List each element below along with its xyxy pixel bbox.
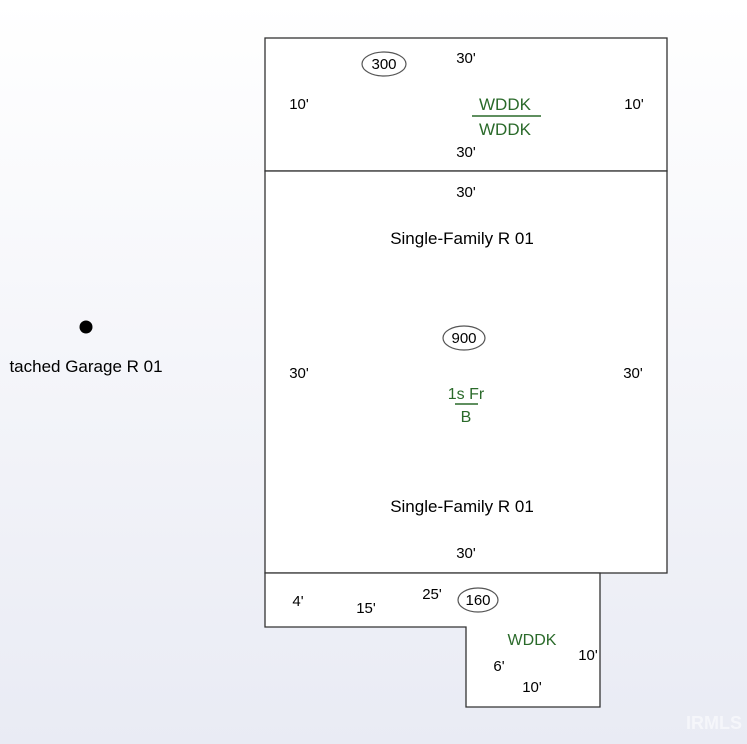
section-main-label-bottom: Single-Family R 01 [390,497,534,516]
section-top-outline [264,37,668,172]
section-top-area-ellipse [361,51,407,77]
section-bottom-dim-b: 15' [356,600,376,617]
section-bottom-dim-f: 10' [522,679,542,696]
section-top-dim-bottom: 30' [456,144,476,161]
section-top-dim-left: 10' [289,96,309,113]
section-top-code-top: WDDK [479,95,532,114]
section-main-dim-bottom: 30' [456,545,476,562]
section-bottom-area-ellipse [457,587,499,613]
section-top-dim-top: 30' [456,50,476,67]
section-top-code-bottom: WDDK [479,120,532,139]
section-main-code-bottom: B [461,409,472,426]
section-bottom-dim-d: 10' [578,647,598,664]
section-main-dim-right: 30' [623,365,643,382]
section-main-area: 900 [451,330,476,347]
garage-point-label: tached Garage R 01 [9,357,162,376]
section-main-label-top: Single-Family R 01 [390,229,534,248]
section-bottom-outline [264,572,601,708]
section-main-area-ellipse [442,325,486,351]
section-bottom-dim-e: 6' [493,658,504,675]
section-main-code-top: 1s Fr [448,386,485,403]
section-bottom-dim-c: 25' [422,586,442,603]
section-bottom-area: 160 [465,592,490,609]
section-main-dim-left: 30' [289,365,309,382]
section-main-outline [264,170,668,574]
section-bottom-dim-a: 4' [292,593,303,610]
section-top-area: 300 [371,56,396,73]
section-bottom-code: WDDK [508,632,557,649]
garage-point-marker [79,320,93,334]
section-main-dim-top: 30' [456,184,476,201]
section-top-dim-right: 10' [624,96,644,113]
watermark: IRMLS [686,713,742,733]
